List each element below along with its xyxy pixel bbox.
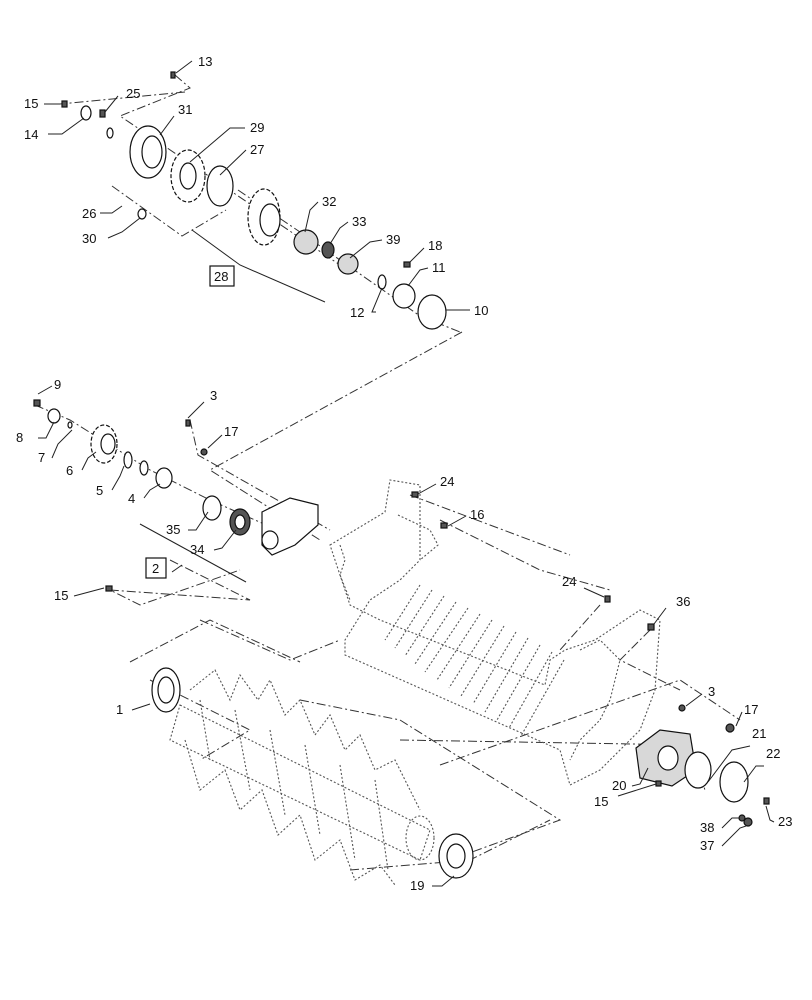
callout-14: 14 [24,127,38,142]
callout-3b: 3 [708,684,715,699]
pin-icon [106,127,114,139]
bearing-33-icon [321,241,335,259]
nut-17a-icon [200,448,208,456]
plate-27-icon [206,165,234,207]
callout-35: 35 [166,522,180,537]
callout-19: 19 [410,878,424,893]
bolt-24a-icon [411,491,419,498]
callout-24a: 24 [440,474,454,489]
bolt-24b-icon [604,595,611,603]
callout-13: 13 [198,54,212,69]
callout-15b: 15 [54,588,68,603]
callout-39: 39 [386,232,400,247]
bolt-9-icon [33,399,41,407]
callout-2-box [145,557,167,579]
callout-12: 12 [350,305,364,320]
washer-14-icon [80,105,92,121]
frame-phantom [329,479,661,786]
callout-16: 16 [470,507,484,522]
plate-22-icon [719,761,749,803]
callout-22: 22 [766,746,780,761]
bolt-13-icon [170,71,176,79]
clip-30-icon [137,208,147,220]
callout-8: 8 [16,430,23,445]
washer-11-icon [392,283,416,309]
callout-15a: 15 [24,96,38,111]
callout-28: 28 [214,269,228,284]
washer-4-icon [155,467,173,489]
callout-21: 21 [752,726,766,741]
callout-27: 27 [250,142,264,157]
bolt-3a-icon [185,419,191,427]
callout-9: 9 [54,377,61,392]
callout-34: 34 [190,542,204,557]
callout-24b: 24 [562,574,576,589]
frame-slots [384,584,565,737]
callout-3a: 3 [210,388,217,403]
callout-2: 2 [152,561,159,576]
callout-32: 32 [322,194,336,209]
bolt-15c-icon [655,780,662,787]
upper-drive-parts [61,71,447,330]
nut-17b-icon [725,723,735,733]
ring-35-icon [202,495,222,521]
callout-4: 4 [128,491,135,506]
callout-6: 6 [66,463,73,478]
callout-33: 33 [352,214,366,229]
callout-30: 30 [82,231,96,246]
bushing-32-icon [293,229,319,255]
callout-28-box [209,265,235,287]
callout-1: 1 [116,702,123,717]
pin-7-icon [67,421,73,429]
callout-23: 23 [778,814,792,829]
callout-7: 7 [38,450,45,465]
callout-labels: 13 15 14 25 31 29 27 26 30 32 33 39 18 1… [16,54,792,893]
callout-36: 36 [676,594,690,609]
callout-25: 25 [126,86,140,101]
callout-18: 18 [428,238,442,253]
callout-5: 5 [96,483,103,498]
leader-lines [37,60,775,887]
callout-10: 10 [474,303,488,318]
callout-37: 37 [700,838,714,853]
callout-11: 11 [432,260,446,275]
bolt-16-icon [440,522,448,529]
callout-31: 31 [178,102,192,117]
lower-parts [151,595,770,879]
ring-21-icon [684,751,712,789]
bolt-25-icon [99,109,106,118]
washer-8-icon [47,408,61,424]
callout-38: 38 [700,820,714,835]
callout-20: 20 [612,778,626,793]
nut-37-icon [743,817,753,827]
bolt-15-icon [61,100,68,108]
bolt-15b-icon [105,585,113,592]
callout-17b: 17 [744,702,758,717]
bolt-23-icon [763,797,770,805]
ring-12-icon [377,274,387,290]
callout-26: 26 [82,206,96,221]
ring-5-icon [123,451,133,469]
snap-ring-10-icon [417,294,447,330]
bolt-18-icon [403,261,411,268]
callout-29: 29 [250,120,264,135]
callout-17a: 17 [224,424,238,439]
callout-15c: 15 [594,794,608,809]
spacer-39-icon [337,253,359,275]
rotor-phantom [169,669,435,886]
bolt-36-icon [647,623,655,631]
nut-3b-icon [678,704,686,712]
